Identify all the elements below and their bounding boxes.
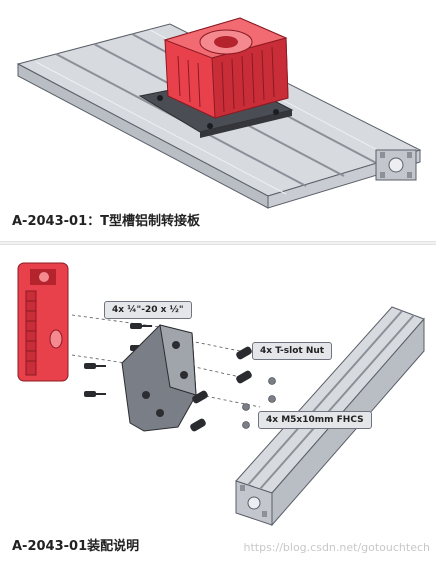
adapter-plate [121, 324, 197, 432]
exploded-illustration [17, 262, 425, 527]
t-slot-nuts [190, 346, 252, 432]
servo-motor [17, 262, 69, 382]
watermark: https://blog.csdn.net/gotouchtech [243, 541, 430, 554]
assembled-illustration [16, 17, 422, 209]
callout-m5-screws: 4x M5x10mm FHCS [258, 411, 372, 429]
top-caption: A-2043-01：T型槽铝制转接板 [12, 214, 200, 229]
callout-quarter-inch-bolts: 4x ¼"-20 x ½" [104, 301, 192, 319]
panel-divider [0, 241, 436, 245]
servo-motor [163, 17, 289, 119]
bottom-caption: A-2043-01装配说明 [12, 539, 140, 554]
callout-t-slot-nut: 4x T-slot Nut [252, 342, 333, 360]
assembled-view-panel: A-2043-01：T型槽铝制转接板 [0, 0, 436, 241]
assembly-instructions-panel: 4x ¼"-20 x ½" 4x T-slot Nut 4x M5x10mm F… [0, 245, 436, 568]
m5-screws [242, 377, 276, 429]
